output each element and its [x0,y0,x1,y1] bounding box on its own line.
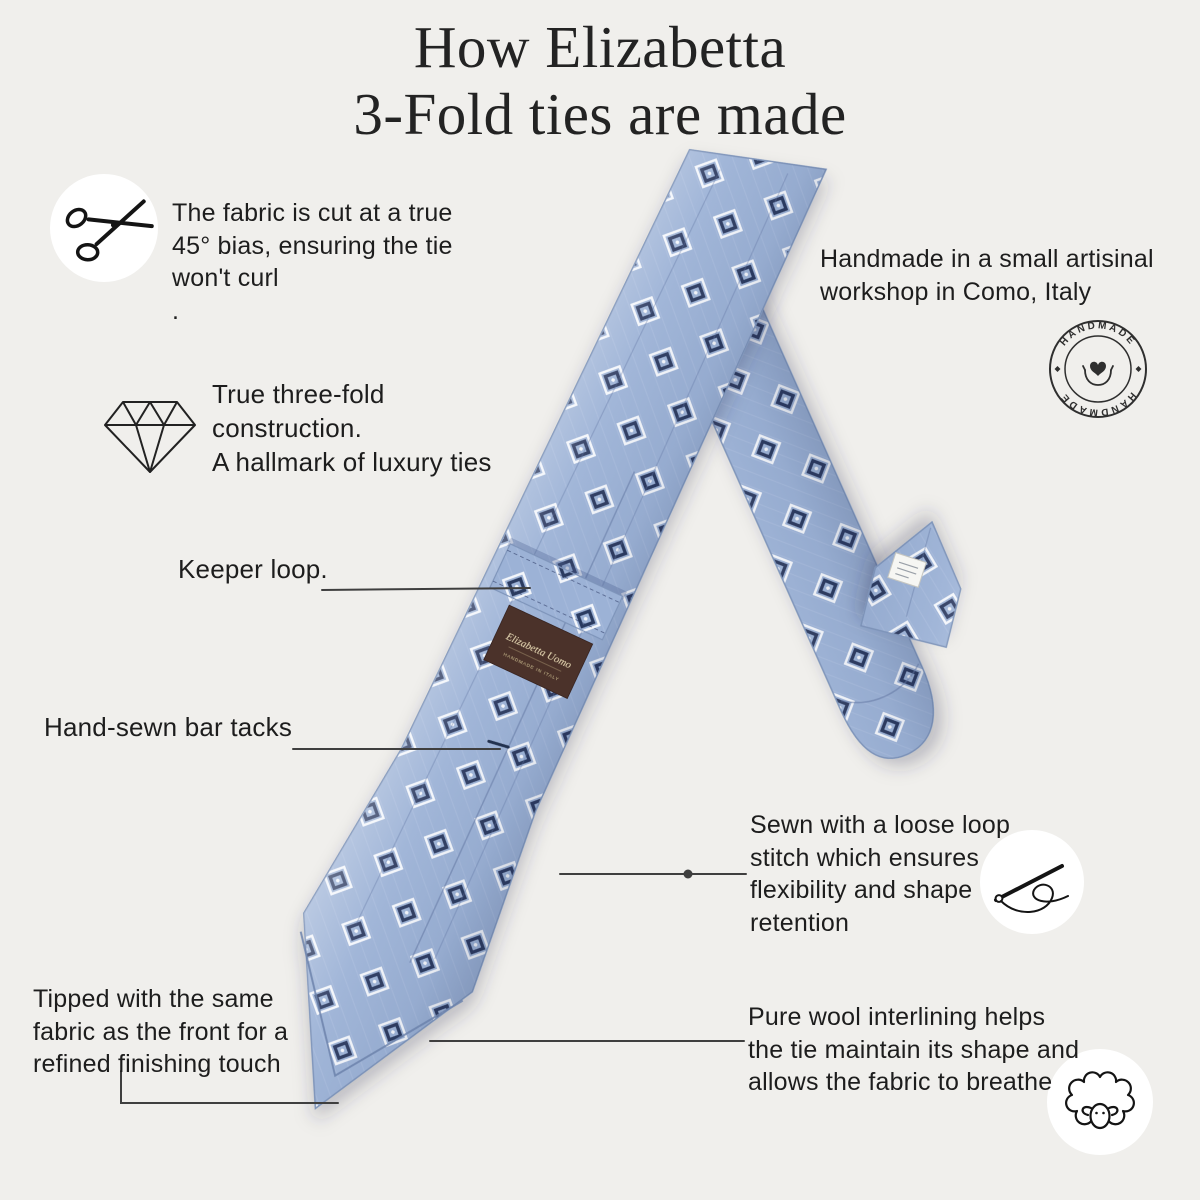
note-bar-tacks: Hand-sewn bar tacks [44,712,293,742]
keeper-loop [489,537,627,641]
page-title: How Elizabetta 3-Fold ties are made [353,14,847,147]
note-wool: Pure wool interlining helps the tie main… [748,1003,1080,1096]
note-tipped: Tipped with the same fabric as the front… [33,985,289,1078]
note-bias-cut: The fabric is cut at a true 45° bias, en… [172,199,453,325]
loop-stitch-dot [683,869,693,879]
note-keeper-loop: Keeper loop. [178,554,328,584]
sheep-icon [1047,1049,1153,1155]
bar-tack-stitch [487,739,510,749]
fold-edges [355,169,789,960]
brand-label: Elizabetta Uomo HANDMADE IN ITALY [483,604,594,700]
tipped-line [120,1070,339,1104]
diamond-icon [104,401,196,473]
care-tag [887,552,927,588]
scissors-icon [50,174,158,282]
keeper-loop-line [321,587,531,591]
note-three-fold: True three-fold construction. A hallmark… [212,379,492,477]
handmade-badge: HANDMADE HANDMADE [1049,320,1147,418]
center-seam [409,471,636,964]
hands-heart-icon [1082,361,1114,386]
connector-lines [120,587,747,1104]
note-handmade: Handmade in a small artisinal workshop i… [820,245,1154,306]
tipping-seam [299,931,464,1078]
note-loop-stitch: Sewn with a loose loop stitch which ensu… [750,811,1011,937]
needle-thread-icon [980,830,1084,934]
tie-main-blade: Elizabetta Uomo HANDMADE IN ITALY [299,148,828,1110]
